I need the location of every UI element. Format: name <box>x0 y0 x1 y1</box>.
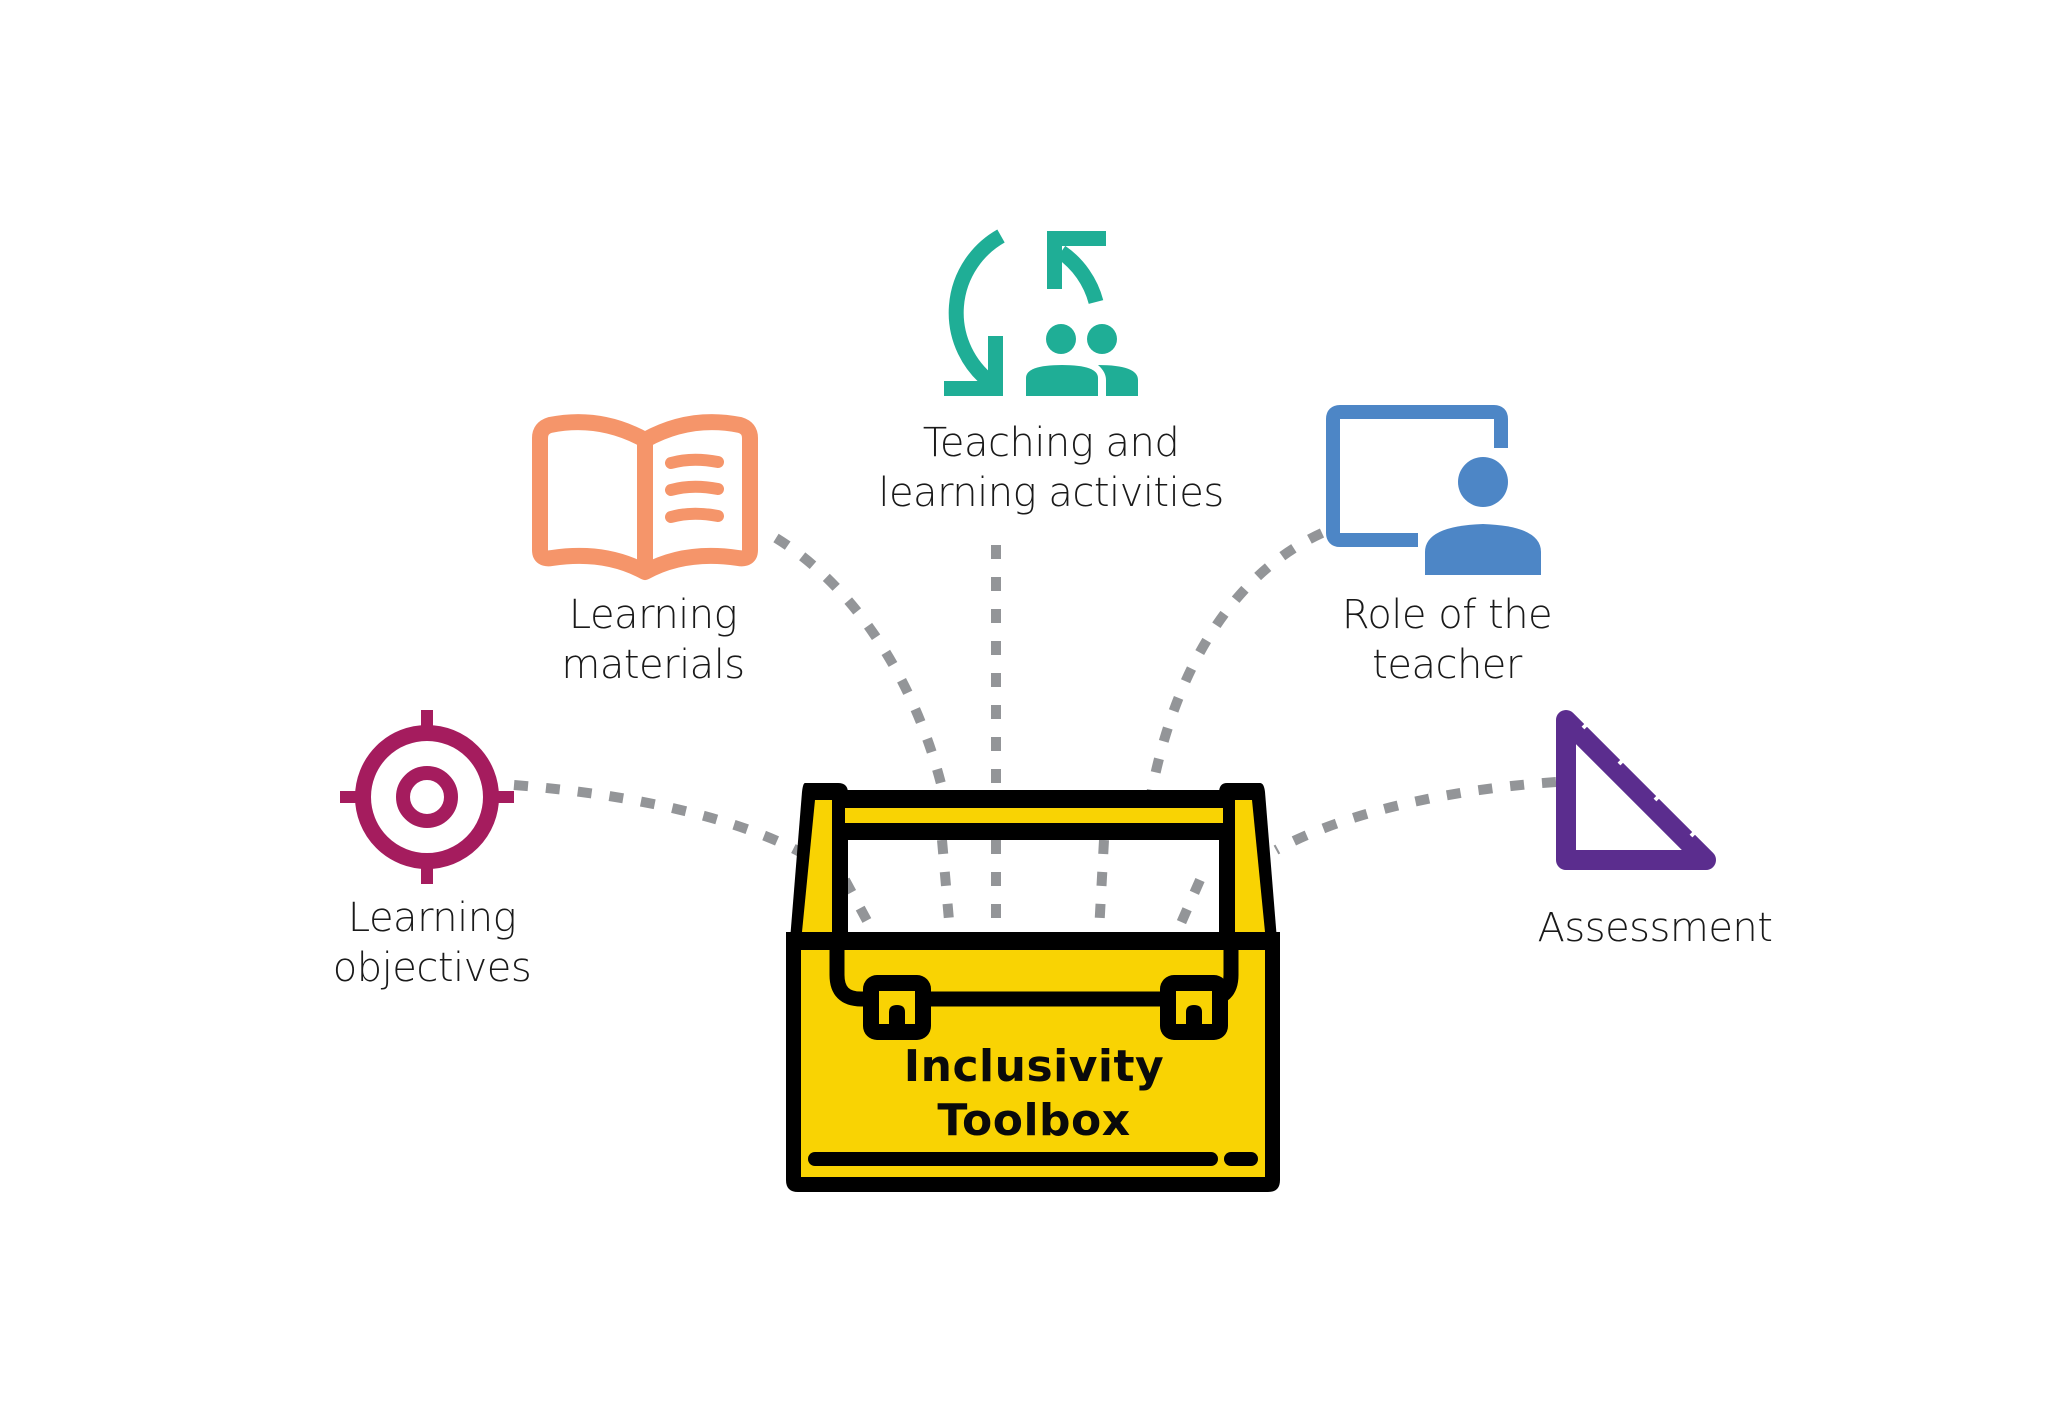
connector-inner-midright <box>1094 839 1109 933</box>
group-cycle-icon <box>944 229 1138 396</box>
connector-inner-midleft <box>937 839 955 933</box>
label-learning-objectives-line2: objectives <box>332 945 532 991</box>
label-teaching-activities-line1: Teaching and <box>922 420 1180 466</box>
connector-assessment <box>1273 777 1557 855</box>
label-role-of-teacher: Role of the teacher <box>1341 590 1553 690</box>
label-teaching-activities: Teaching and learning activities <box>878 418 1224 518</box>
connector-role-of-teacher <box>1145 528 1325 801</box>
label-learning-objectives: Learning objectives <box>333 893 532 993</box>
target-icon <box>340 710 514 884</box>
left-latch <box>863 975 931 1040</box>
label-assessment-line1: Assessment <box>1537 905 1773 951</box>
connector-inner-right <box>1173 877 1205 933</box>
open-book-icon <box>532 414 758 580</box>
set-square-icon <box>1556 710 1716 870</box>
label-learning-materials: Learning materials <box>561 590 745 690</box>
toolbox-icon <box>786 783 1280 1192</box>
label-learning-objectives-line1: Learning <box>347 895 517 941</box>
label-role-of-teacher-line2: teacher <box>1372 642 1522 688</box>
toolbox-title-line2: Toolbox <box>937 1095 1131 1146</box>
connector-inner-left <box>840 877 877 933</box>
right-latch <box>1160 975 1228 1040</box>
connector-learning-materials <box>773 533 950 802</box>
label-assessment: Assessment <box>1538 903 1773 953</box>
label-role-of-teacher-line1: Role of the <box>1341 592 1553 638</box>
label-teaching-activities-line2: learning activities <box>878 470 1224 516</box>
label-learning-materials-line2: materials <box>561 642 745 688</box>
connector-learning-objectives <box>513 780 803 857</box>
toolbox-title-line1: Inclusivity <box>903 1041 1165 1092</box>
teacher-board-icon <box>1326 405 1541 575</box>
connectors <box>513 528 1557 933</box>
label-learning-materials-line1: Learning <box>568 592 738 638</box>
toolbox-title: Inclusivity Toolbox <box>904 1040 1164 1148</box>
